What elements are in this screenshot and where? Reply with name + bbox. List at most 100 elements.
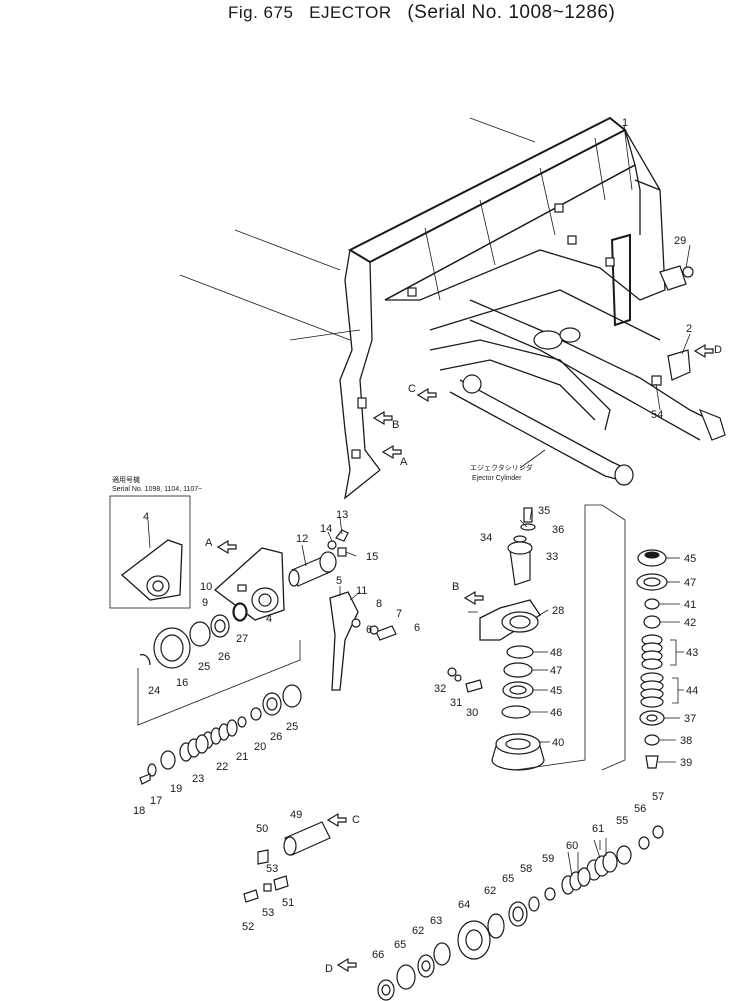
callout-41: 41: [684, 599, 696, 611]
lower-diagonal-assembly: [243, 821, 664, 1001]
callout-1: 1: [622, 117, 628, 129]
callout-45-right: 45: [684, 553, 696, 565]
callout-42: 42: [684, 617, 696, 629]
ejector-cylinder-label-jp: エジェクタシリンダ: [470, 463, 533, 472]
callout-8: 8: [376, 598, 382, 610]
callout-64: 64: [458, 899, 470, 911]
callout-62-lower: 62: [412, 925, 424, 937]
view-label-a-detail: A: [205, 537, 213, 549]
callout-29: 29: [674, 235, 686, 247]
callout-26-upper: 26: [218, 651, 230, 663]
callout-26-lower: 26: [270, 731, 282, 743]
callout-36: 36: [552, 524, 564, 536]
callout-49: 49: [290, 809, 302, 821]
spring-23: [179, 734, 209, 762]
callout-6-b: 6: [414, 622, 420, 634]
callout-47-center: 47: [550, 665, 562, 677]
bracket-assembly-a: [137, 529, 397, 785]
callout-46: 46: [550, 707, 562, 719]
ejector-blade-assembly: [179, 116, 726, 500]
serial-range: (Serial No. 1008~1286): [407, 2, 616, 23]
figure-number: Fig. 675: [228, 3, 294, 22]
callout-14: 14: [320, 523, 332, 535]
view-label-a-main: A: [400, 456, 408, 468]
callout-39: 39: [680, 757, 692, 769]
spring-43: [641, 634, 663, 670]
callout-40: 40: [552, 737, 564, 749]
callout-51: 51: [282, 897, 294, 909]
callout-59: 59: [542, 853, 554, 865]
spring-60: [561, 867, 591, 895]
callout-4-inset: 4: [143, 511, 149, 523]
view-label-d-detail: D: [325, 963, 333, 975]
inset-bracket: [120, 539, 183, 601]
callout-60: 60: [566, 840, 578, 852]
callout-13: 13: [336, 509, 348, 521]
callout-56: 56: [634, 803, 646, 815]
callout-21: 21: [236, 751, 248, 763]
callout-31: 31: [450, 697, 462, 709]
callout-2: 2: [686, 323, 692, 335]
callout-11: 11: [356, 585, 367, 597]
callout-53-top: 53: [266, 863, 278, 875]
applicable-serials-label: Serial No. 1098, 1104, 1107~: [112, 486, 202, 493]
callout-17: 17: [150, 795, 162, 807]
callout-61: 61: [592, 823, 604, 835]
callout-38: 38: [680, 735, 692, 747]
callout-37: 37: [684, 713, 696, 725]
callout-16: 16: [176, 677, 188, 689]
callout-33: 33: [546, 551, 558, 563]
callout-7: 7: [396, 608, 402, 620]
right-part-stack: [601, 504, 668, 771]
callout-30: 30: [466, 707, 478, 719]
callout-58: 58: [520, 863, 532, 875]
callout-15: 15: [366, 551, 378, 563]
callout-55: 55: [616, 815, 628, 827]
view-label-b-detail: B: [452, 581, 459, 593]
callout-9: 9: [202, 597, 208, 609]
applicable-serials-inset: [109, 495, 191, 609]
spring-44: [640, 672, 664, 708]
callout-44: 44: [686, 685, 698, 697]
ejector-cylinder-label: Ejector Cylinder: [472, 475, 522, 482]
figure-title: Fig. 675 EJECTOR (Serial No. 1008~1286): [228, 2, 615, 24]
applicable-serials-label-jp: 適用号機: [112, 475, 140, 484]
callout-47-right: 47: [684, 577, 696, 589]
callout-50: 50: [256, 823, 268, 835]
callout-20: 20: [254, 741, 266, 753]
bracket-assembly-b: [447, 504, 602, 771]
callout-34: 34: [480, 532, 492, 544]
view-label-d-main: D: [714, 344, 722, 356]
callout-25-lower: 25: [286, 721, 298, 733]
spring-61: [586, 851, 618, 881]
callout-28: 28: [552, 605, 564, 617]
callout-54: 54: [651, 409, 663, 421]
view-label-c-detail: C: [352, 814, 360, 826]
callout-27: 27: [236, 633, 248, 645]
callout-65-lower: 65: [394, 939, 406, 951]
view-arrows: [216, 343, 714, 973]
callout-65-upper: 65: [502, 873, 514, 885]
view-label-c-main: C: [408, 383, 416, 395]
callout-66: 66: [372, 949, 384, 961]
callout-24: 24: [148, 685, 160, 697]
callout-53: 53: [262, 907, 274, 919]
leader-lines: [147, 124, 691, 877]
figure-name: EJECTOR: [309, 3, 392, 22]
callout-43: 43: [686, 647, 698, 659]
callout-12: 12: [296, 533, 308, 545]
callout-63: 63: [430, 915, 442, 927]
callout-52: 52: [242, 921, 254, 933]
callout-32: 32: [434, 683, 446, 695]
callout-6-a: 6: [366, 624, 372, 636]
callout-57: 57: [652, 791, 664, 803]
view-label-b-main: B: [392, 419, 399, 431]
callout-5: 5: [336, 575, 342, 587]
callout-62-upper: 62: [484, 885, 496, 897]
callout-35: 35: [538, 505, 550, 517]
callout-19: 19: [170, 783, 182, 795]
callout-22: 22: [216, 761, 228, 773]
callout-48: 48: [550, 647, 562, 659]
